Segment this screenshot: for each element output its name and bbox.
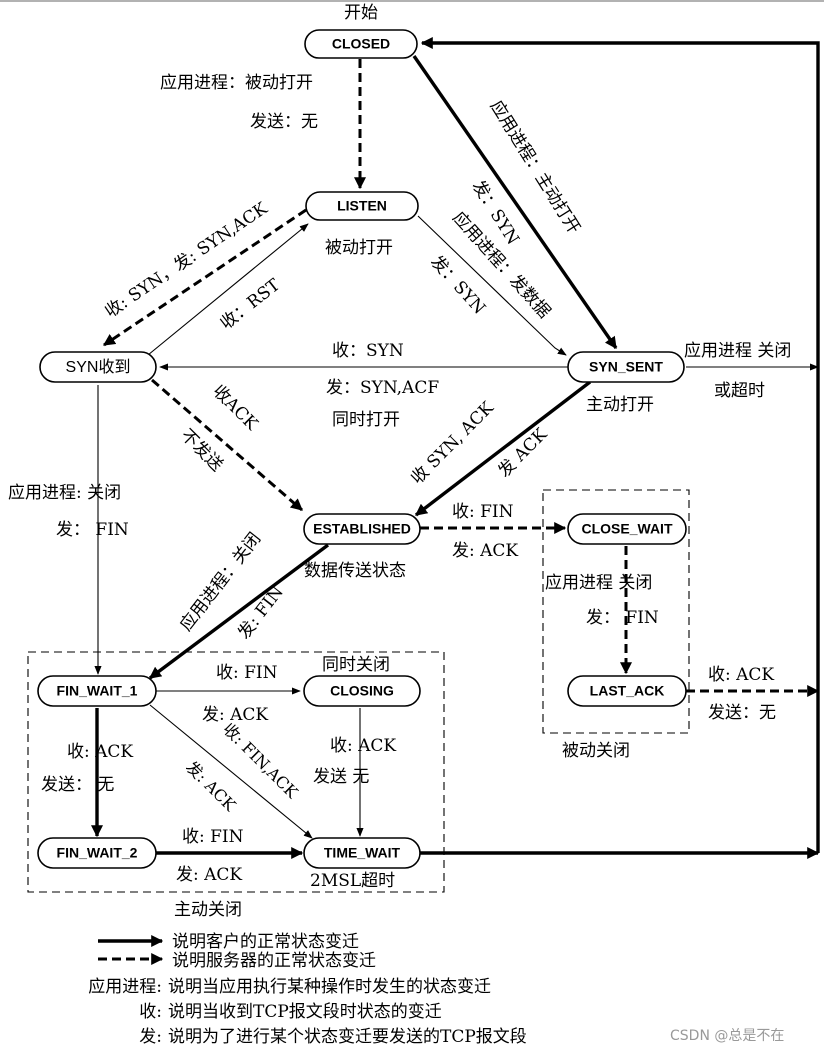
label-est-fin1-2: 发: FIN: [234, 582, 288, 643]
label-closed-listen-2: 发送：无: [250, 112, 318, 132]
label-synsent-synrcvd-3: 同时打开: [332, 410, 400, 430]
legend-client-text: 说明客户的正常状态变迁: [172, 932, 359, 952]
label-synrcvd-fin1-2: 发： FIN: [56, 520, 129, 540]
watermark: CSDN @总是不在: [670, 1028, 784, 1044]
state-syn-sent: SYN_SENT: [567, 351, 685, 383]
active-close-box: [27, 651, 445, 893]
label-closewait-lastack-2: 发： FIN: [586, 608, 659, 628]
label-timewait-note: 2MSL超时: [310, 871, 395, 891]
state-closing-label: CLOSING: [330, 683, 394, 699]
label-active-close: 主动关闭: [174, 900, 242, 920]
state-fin-wait-2: FIN_WAIT_2: [37, 837, 157, 869]
label-est-closewait-2: 发: ACK: [452, 541, 518, 561]
legend: 说明客户的正常状态变迁 说明服务器的正常状态变迁 应用进程: 说明当应用执行某种…: [88, 932, 527, 1047]
label-fin1-closing-1: 收: FIN: [216, 663, 278, 683]
label-fin1-closing-2: 发: ACK: [202, 705, 268, 725]
label-synsent-synrcvd-2: 发：SYN,ACF: [326, 378, 439, 398]
label-closed-listen-1: 应用进程：被动打开: [160, 73, 313, 93]
state-syn-rcvd-label: SYN收到: [66, 358, 131, 376]
label-lastack-closed-2: 发送：无: [708, 703, 776, 723]
passive-close-box: [542, 489, 690, 734]
state-fin-wait-1-label: FIN_WAIT_1: [57, 683, 138, 699]
state-established-label: ESTABLISHED: [313, 521, 411, 537]
label-fin2-timewait-1: 收: FIN: [182, 827, 244, 847]
state-fin-wait-2-label: FIN_WAIT_2: [57, 845, 138, 861]
legend-app-desc: 说明当应用执行某种操作时发生的状态变迁: [168, 977, 491, 997]
label-closing-timewait-1: 收: ACK: [330, 736, 396, 756]
edge-synsent-established: [414, 380, 592, 517]
label-closewait-lastack-1: 应用进程 关闭: [545, 573, 652, 593]
state-syn-rcvd: SYN收到: [39, 351, 157, 383]
legend-server-text: 说明服务器的正常状态变迁: [172, 951, 376, 971]
label-synrcvd-est-2: 不发送: [176, 425, 226, 475]
state-time-wait: TIME_WAIT: [303, 837, 421, 869]
edge-established-finwait1: [148, 543, 330, 680]
label-listen-synsent-2: 发：SYN: [426, 252, 489, 319]
state-time-wait-label: TIME_WAIT: [324, 845, 401, 861]
state-listen: LISTEN: [305, 191, 419, 221]
legend-recv-key: 收:: [139, 1002, 162, 1022]
state-last-ack-label: LAST_ACK: [590, 683, 665, 699]
label-fin2-timewait-2: 发: ACK: [176, 865, 242, 885]
label-synsent-close-2: 或超时: [714, 381, 765, 401]
state-close-wait-label: CLOSE_WAIT: [581, 521, 672, 537]
label-passive-close: 被动关闭: [562, 741, 630, 761]
label-synrcvd-fin1-1: 应用进程: 关闭: [8, 483, 121, 503]
label-est-closewait-1: 收: FIN: [452, 502, 514, 522]
edge-closed-synsent: [412, 55, 618, 349]
label-synrcvd-listen: 收：RST: [217, 275, 285, 334]
label-synsent-note: 主动打开: [586, 395, 654, 415]
label-lastack-closed-1: 收: ACK: [708, 665, 774, 685]
state-closing: CLOSING: [303, 675, 421, 707]
state-closed: CLOSED: [304, 29, 418, 59]
edge-synrcvd-established: [151, 378, 303, 512]
legend-app-key: 应用进程:: [88, 977, 162, 997]
label-synrcvd-est-1: 收ACK: [208, 381, 261, 434]
label-fin1-fin2-2: 发送： 无: [41, 775, 114, 795]
edge-synrcvd-listen: [147, 223, 309, 356]
edge-listen-synsent: [417, 215, 567, 356]
label-fin1-timewait-1: 收: FIN,ACK: [219, 719, 302, 802]
state-fin-wait-1: FIN_WAIT_1: [37, 675, 157, 707]
state-closed-label: CLOSED: [332, 36, 390, 52]
label-synsent-close-1: 应用进程 关闭: [684, 341, 791, 361]
edge-listen-synrcvd: [103, 208, 307, 347]
label-synsent-est-1: 收 SYN, ACK: [407, 398, 498, 489]
state-syn-sent-label: SYN_SENT: [589, 359, 663, 375]
label-fin1-timewait-2: 发: ACK: [182, 757, 240, 815]
state-listen-label: LISTEN: [337, 198, 387, 214]
label-fin1-fin2-1: 收: ACK: [67, 742, 133, 762]
legend-recv-desc: 说明当收到TCP报文段时状态的变迁: [168, 1002, 442, 1022]
edge-finwait1-timewait: [149, 704, 313, 839]
start-label: 开始: [344, 3, 378, 23]
state-last-ack: LAST_ACK: [567, 675, 687, 707]
state-close-wait: CLOSE_WAIT: [567, 513, 687, 545]
label-listen-note: 被动打开: [325, 238, 393, 258]
label-closing-timewait-2: 发送 无: [313, 767, 369, 787]
label-synsent-synrcvd-1: 收：SYN: [332, 341, 404, 361]
label-est-note: 数据传送状态: [304, 561, 406, 581]
label-simul-close: 同时关闭: [322, 655, 390, 675]
state-established: ESTABLISHED: [303, 513, 421, 545]
legend-send-desc: 说明为了进行某个状态变迁要发送的TCP报文段: [168, 1027, 527, 1047]
legend-send-key: 发:: [139, 1027, 162, 1047]
edge-return-closed: [420, 37, 820, 853]
